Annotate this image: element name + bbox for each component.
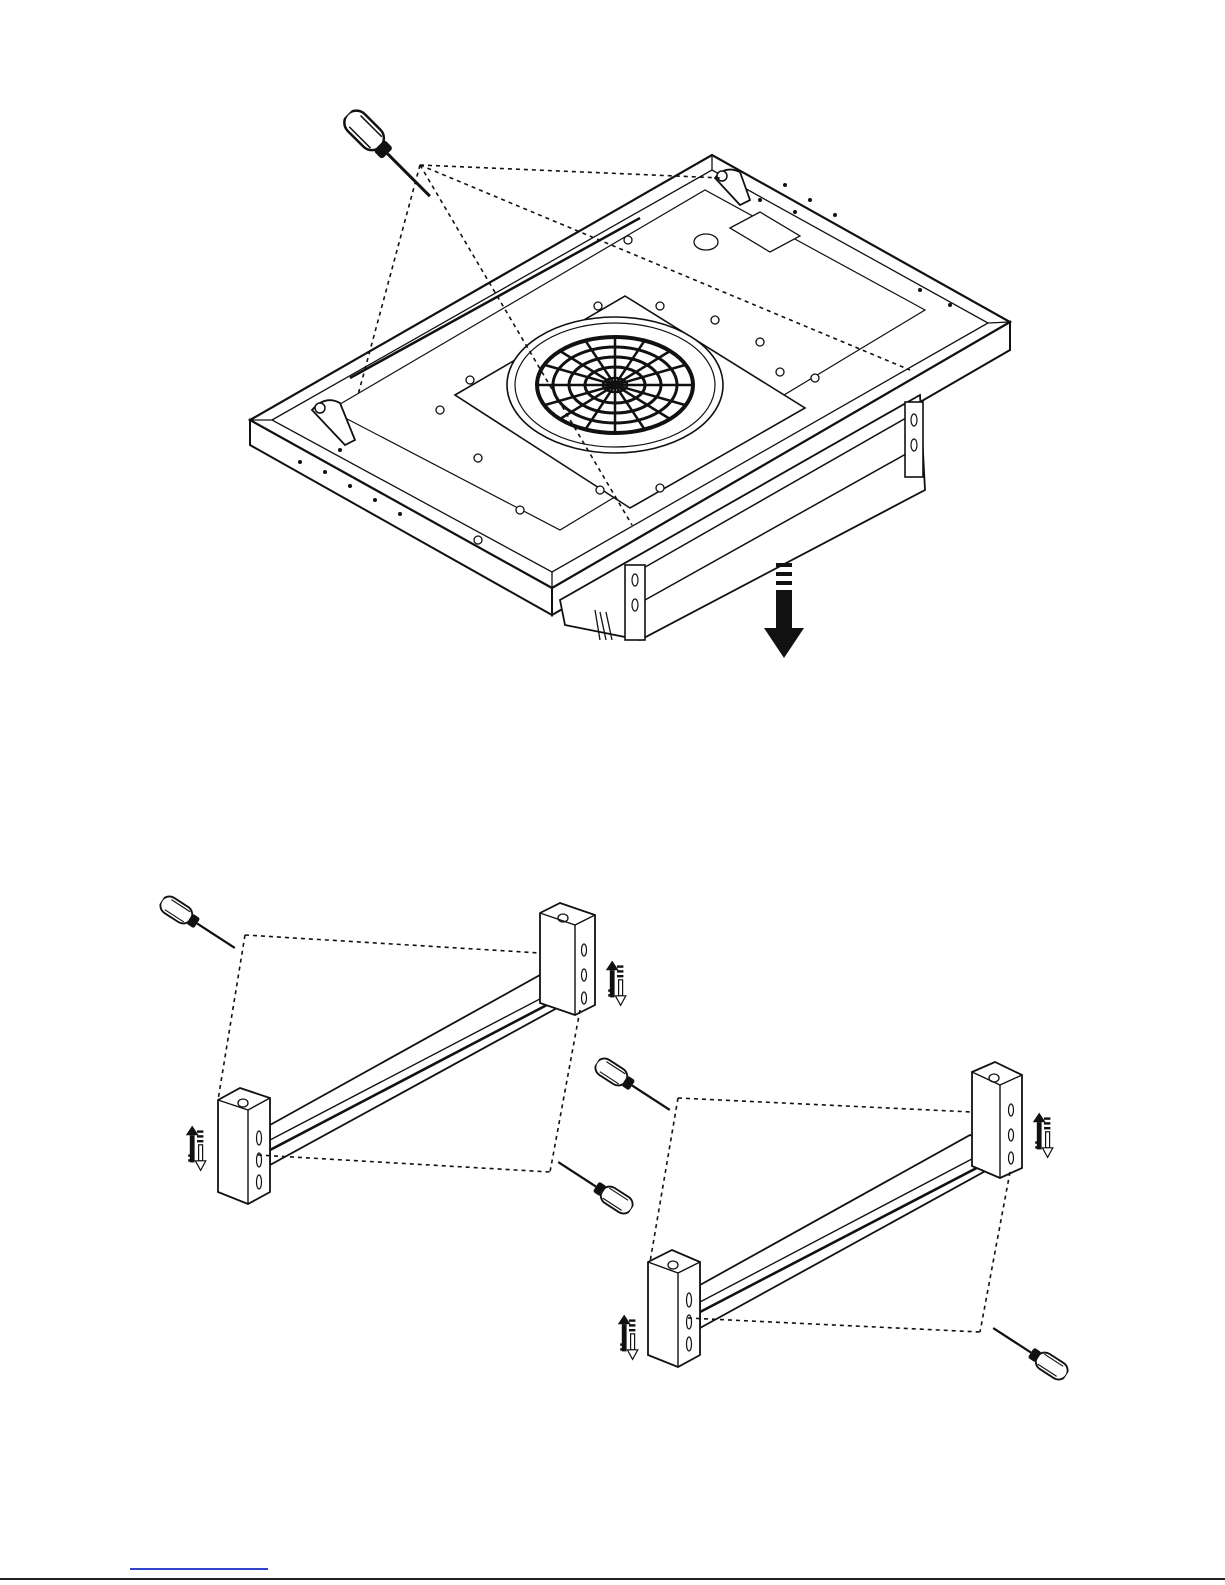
screwdriver-icon xyxy=(988,1320,1071,1382)
up-down-arrow-icon xyxy=(186,1126,206,1171)
screwdriver-icon xyxy=(553,1154,636,1216)
rail-right-figure xyxy=(592,1055,1071,1383)
rail-left-figure xyxy=(157,893,636,1217)
down-arrow-icon xyxy=(764,563,804,658)
hob-underside-figure xyxy=(250,106,1010,658)
footer-link-underline[interactable] xyxy=(130,1568,268,1570)
up-down-arrow-icon xyxy=(1033,1113,1053,1158)
up-down-arrow-icon xyxy=(606,961,626,1006)
up-down-arrow-icon xyxy=(618,1315,638,1360)
screwdriver-icon xyxy=(592,1055,675,1117)
screwdriver-icon xyxy=(157,893,240,955)
fan-grille-icon xyxy=(507,317,723,453)
screwdriver-icon xyxy=(339,106,438,205)
footer-divider xyxy=(0,1578,1225,1580)
